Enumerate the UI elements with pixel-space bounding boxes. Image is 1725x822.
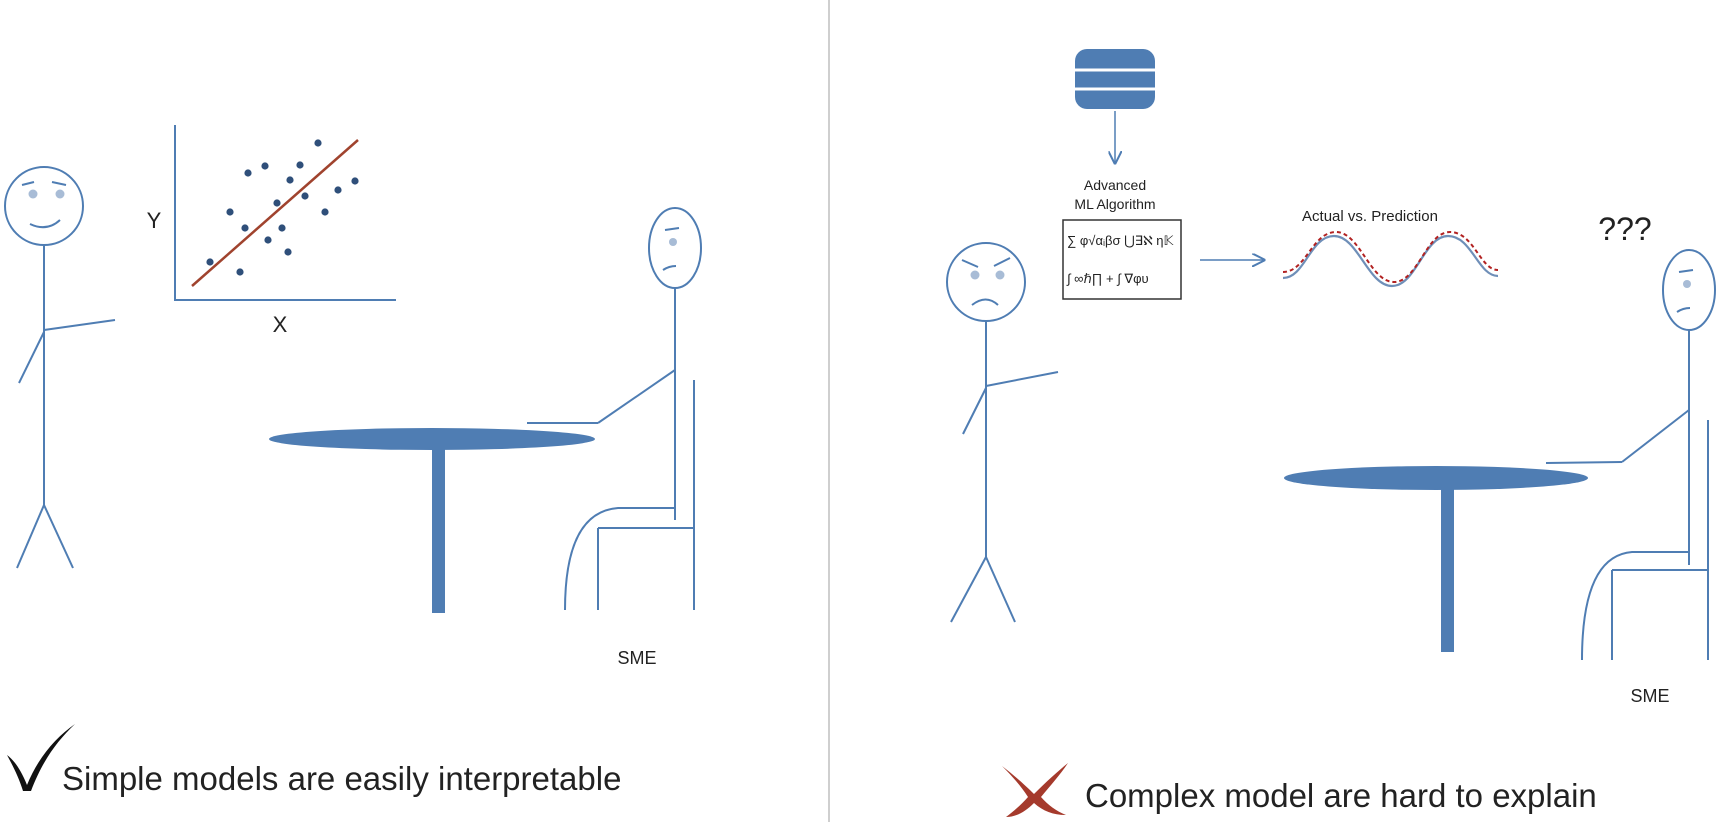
scatter-plot: Y X bbox=[147, 125, 396, 337]
algorithm-formula-line1: ∑ φ√αᵢβσ ⋃∃ℵ η𝕂 bbox=[1067, 233, 1175, 248]
right-caption: Complex model are hard to explain bbox=[1085, 777, 1597, 814]
scatter-axes bbox=[174, 125, 396, 301]
right-table bbox=[1284, 466, 1588, 652]
presenter-figure bbox=[4, 166, 116, 569]
trend-line bbox=[191, 139, 359, 287]
scatter-dots bbox=[206, 139, 359, 276]
cross-icon bbox=[1002, 763, 1068, 817]
left-caption: Simple models are easily interpretable bbox=[62, 760, 621, 797]
scatter-y-label: Y bbox=[147, 208, 162, 233]
database-icon bbox=[1075, 49, 1155, 109]
frowning-figure bbox=[946, 242, 1059, 623]
left-sme-head bbox=[648, 207, 702, 289]
prediction-curve bbox=[1282, 230, 1499, 284]
algorithm-formula-box bbox=[1062, 219, 1182, 300]
checkmark-icon bbox=[7, 724, 75, 791]
right-sme-head bbox=[1662, 249, 1716, 331]
frowning-head bbox=[946, 242, 1026, 322]
algorithm-title-line1: Advanced bbox=[1084, 177, 1146, 193]
left-sme-figure bbox=[527, 207, 702, 611]
right-panel: Advanced ML Algorithm ∑ φ√αᵢβσ ⋃∃ℵ η𝕂 ∫ … bbox=[946, 49, 1716, 817]
left-panel: Y X bbox=[4, 125, 702, 797]
algorithm-formula-line2: ∫ ∞ℏ∏ + ∫ ∇φυ bbox=[1066, 271, 1149, 286]
left-table bbox=[269, 428, 595, 613]
confusion-marks: ??? bbox=[1598, 211, 1651, 247]
chart-title: Actual vs. Prediction bbox=[1302, 208, 1438, 225]
right-sme-label: SME bbox=[1630, 686, 1669, 706]
actual-curve bbox=[1282, 234, 1499, 288]
algorithm-title-line2: ML Algorithm bbox=[1074, 196, 1155, 212]
left-sme-label: SME bbox=[617, 648, 656, 668]
presenter-head bbox=[4, 166, 84, 246]
right-sme-figure bbox=[1545, 249, 1716, 661]
scatter-x-label: X bbox=[273, 312, 288, 337]
